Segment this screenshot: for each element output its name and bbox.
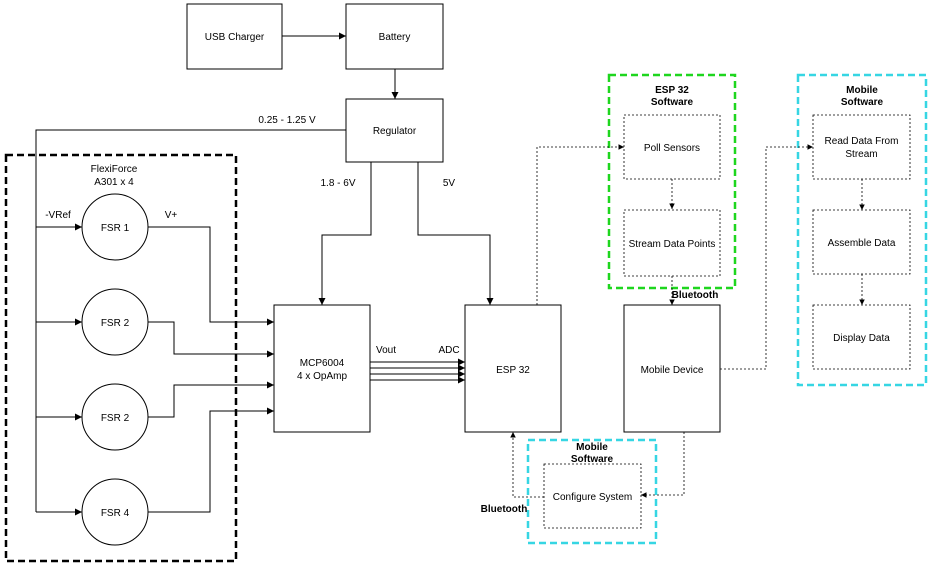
usb-charger-label: USB Charger	[205, 32, 265, 43]
esp32-software-title-line2: Software	[651, 97, 694, 108]
opamp-label-line2: 4 x OpAmp	[297, 371, 347, 382]
mobile-software-bottom-title-line1: Mobile	[576, 442, 608, 453]
vout-label: Vout	[376, 345, 396, 356]
display-data-node: Display Data	[812, 304, 911, 370]
bluetooth-bottom-label: Bluetooth	[481, 504, 528, 515]
mobile-software-bottom-title-line2: Software	[571, 454, 614, 465]
display-data-label: Display Data	[833, 333, 890, 344]
stream-data-points-node: Stream Data Points	[623, 209, 721, 277]
mobile-software-right-title-line2: Software	[841, 97, 884, 108]
fsr4-label: FSR 4	[101, 508, 130, 519]
fsr2a-label: FSR 2	[101, 318, 130, 329]
wire-fsr4-to-opamp	[148, 407, 274, 513]
battery-node: Battery	[345, 3, 444, 70]
mobile-software-bottom-group	[526, 438, 658, 545]
flow-esp32-to-poll-sensors	[536, 144, 624, 305]
wire-fsr1-to-opamp	[148, 226, 274, 326]
v-plus-label: V+	[165, 210, 178, 221]
poll-sensors-node: Poll Sensors	[623, 114, 721, 180]
regulator-label: Regulator	[373, 126, 417, 137]
flow-mobile-device-to-configure	[641, 432, 685, 498]
fsr1-node: FSR 1	[81, 193, 149, 261]
esp32-label: ESP 32	[496, 365, 530, 376]
wire-fsr2b-to-opamp	[148, 381, 274, 418]
opamp-node: MCP6004 4 x OpAmp	[273, 304, 371, 433]
flow-configure-to-esp32	[510, 432, 544, 498]
flexiforce-title-line1: FlexiForce	[91, 164, 138, 175]
fsr2b-node: FSR 2	[81, 383, 149, 451]
read-data-label-line2: Stream	[845, 149, 877, 160]
flexiforce-title-line2: A301 x 4	[94, 177, 134, 188]
mobile-device-label: Mobile Device	[641, 365, 704, 376]
mobile-device-node: Mobile Device	[623, 304, 721, 433]
voltage-1-8-6-label: 1.8 - 6V	[320, 178, 355, 189]
mobile-software-right-title-line1: Mobile	[846, 85, 878, 96]
neg-vref-label: -VRef	[45, 210, 71, 221]
esp32-software-title-line1: ESP 32	[655, 85, 689, 96]
poll-sensors-label: Poll Sensors	[644, 143, 700, 154]
configure-system-label: Configure System	[553, 492, 632, 503]
read-data-node: Read Data From Stream	[812, 114, 911, 180]
fsr4-node: FSR 4	[81, 478, 149, 546]
wire-fsr2a-to-opamp	[148, 321, 274, 358]
configure-system-node: Configure System	[543, 463, 642, 529]
voltage-range-label: 0.25 - 1.25 V	[258, 115, 316, 126]
flow-mobile-device-to-read-data	[720, 144, 813, 370]
wire-regulator-to-esp32	[417, 162, 494, 305]
assemble-data-node: Assemble Data	[812, 209, 911, 275]
fsr1-label: FSR 1	[101, 223, 130, 234]
wire-regulator-to-opamp	[318, 162, 372, 305]
fsr2b-label: FSR 2	[101, 413, 130, 424]
wire-regulator-reference-rail	[35, 129, 346, 512]
mobile-software-right-group	[796, 73, 928, 387]
usb-charger-node: USB Charger	[186, 3, 283, 70]
bluetooth-top-label: Bluetooth	[672, 290, 719, 301]
esp32-node: ESP 32	[464, 304, 562, 433]
read-data-label-line1: Read Data From	[825, 136, 899, 147]
battery-label: Battery	[379, 32, 411, 43]
regulator-node: Regulator	[345, 98, 444, 163]
flexiforce-group	[4, 153, 238, 563]
voltage-5-label: 5V	[443, 178, 456, 189]
stream-data-points-label: Stream Data Points	[629, 239, 716, 250]
fsr2a-node: FSR 2	[81, 288, 149, 356]
opamp-label-line1: MCP6004	[300, 358, 345, 369]
assemble-data-label: Assemble Data	[828, 238, 896, 249]
adc-label: ADC	[438, 345, 459, 356]
